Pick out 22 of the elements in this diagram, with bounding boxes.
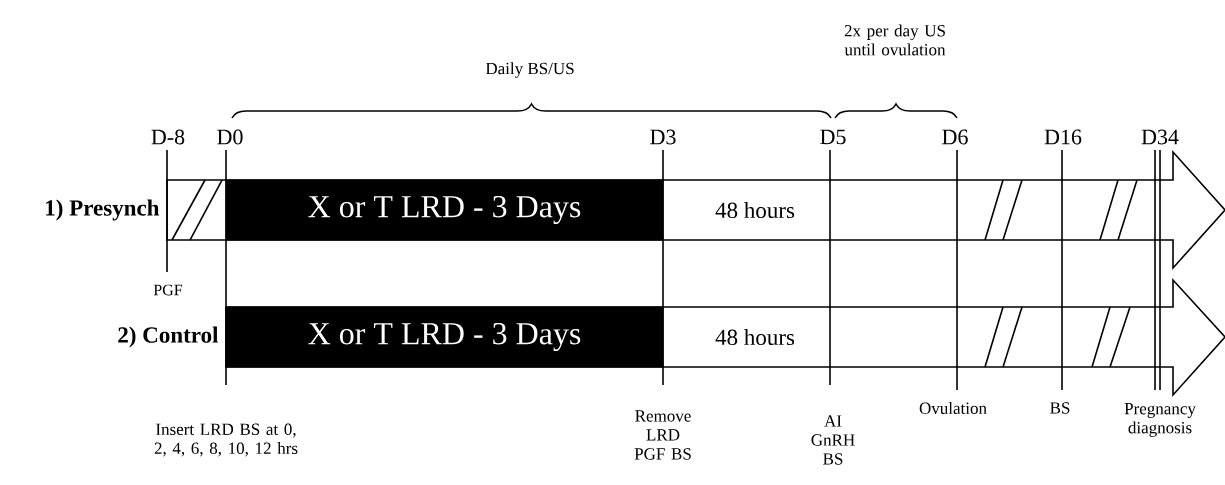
day-label: D5 — [820, 129, 846, 145]
event-label: Remove LRD PGF BS — [634, 410, 691, 460]
event-label: Insert LRD BS at 0, 2, 4, 6, 8, 10, 12 hrs — [154, 423, 298, 457]
event-label: Ovulation — [919, 402, 987, 414]
day-label: D3 — [650, 129, 676, 145]
bracket-label: 2x per day US until ovulation — [844, 24, 946, 56]
event-label: Pregnancy diagnosis — [1124, 403, 1196, 437]
duration-label: 48 hours — [715, 328, 795, 346]
day-label: D16 — [1044, 129, 1082, 145]
day-label: D6 — [942, 129, 968, 145]
duration-label: 48 hours — [715, 201, 795, 219]
treatment-bar: X or T LRD - 3 Days — [225, 306, 664, 368]
row-label: 1) Presynch — [46, 199, 160, 221]
day-label: D-8 — [151, 129, 185, 145]
day-label: D0 — [217, 129, 243, 145]
bracket-label: Daily BS/US — [485, 62, 574, 78]
event-label: PGF — [153, 284, 183, 296]
row-label: 2) Control — [118, 326, 219, 348]
event-label: AI GnRH BS — [811, 415, 855, 465]
event-label: BS — [1050, 402, 1070, 414]
treatment-bar: X or T LRD - 3 Days — [225, 179, 664, 241]
day-label: D34 — [1141, 129, 1179, 145]
